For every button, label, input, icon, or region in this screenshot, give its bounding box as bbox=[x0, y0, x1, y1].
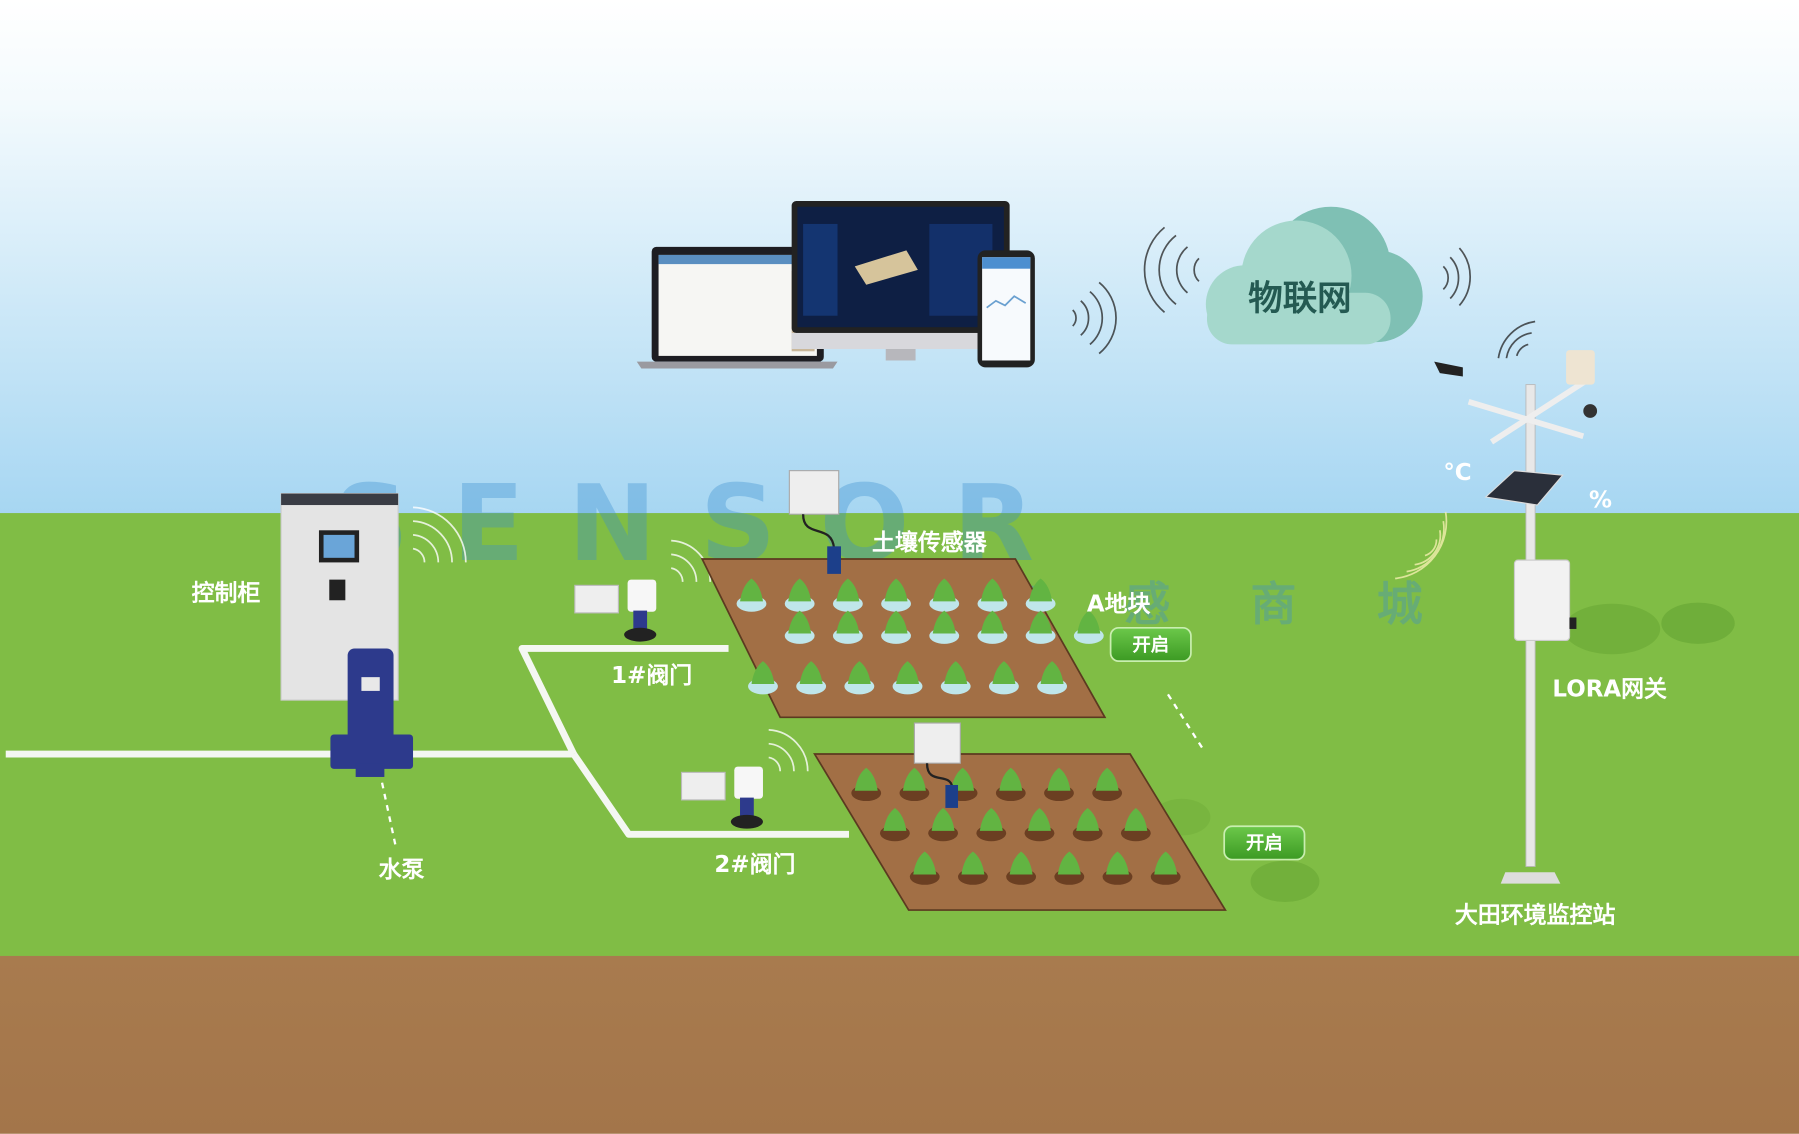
soil bbox=[0, 955, 1799, 1134]
plot-a-plants bbox=[736, 578, 1104, 695]
laptop bbox=[636, 246, 838, 369]
open-plot-b-button[interactable]: 开启 bbox=[1223, 825, 1306, 861]
svg-text:开启: 开启 bbox=[1246, 832, 1283, 854]
svg-text:开启: 开启 bbox=[1132, 634, 1169, 656]
water-pipes bbox=[5, 645, 850, 838]
plant bbox=[881, 610, 911, 644]
plant bbox=[784, 578, 815, 612]
svg-text:传感商城: 传感商城 bbox=[997, 577, 1503, 631]
plant bbox=[1102, 851, 1133, 885]
water-pump bbox=[330, 648, 414, 777]
temperature-unit: °C bbox=[1443, 460, 1471, 486]
wifi-signal-icon bbox=[1395, 511, 1448, 580]
plant bbox=[851, 767, 882, 802]
valve-2-label: 2#阀门 bbox=[714, 851, 795, 878]
plant bbox=[736, 578, 767, 612]
valve-1-label: 1#阀门 bbox=[611, 662, 692, 689]
plant bbox=[1150, 851, 1181, 885]
plant bbox=[1025, 610, 1056, 644]
open-plot-a-button[interactable]: 开启 bbox=[1109, 626, 1192, 662]
plant bbox=[1044, 767, 1074, 802]
plot-a-label: A地块 bbox=[1087, 592, 1151, 618]
plant bbox=[940, 661, 971, 695]
control-cabinet-label: 控制柜 bbox=[192, 579, 261, 606]
plant bbox=[977, 578, 1008, 612]
plant bbox=[832, 610, 863, 644]
plant bbox=[892, 661, 923, 695]
plot-b-plants bbox=[851, 767, 1181, 885]
plant bbox=[977, 610, 1008, 644]
plant bbox=[832, 578, 863, 612]
plant bbox=[796, 661, 827, 695]
plant bbox=[1073, 610, 1104, 644]
plant bbox=[899, 767, 930, 802]
wifi-signal-icon bbox=[1072, 226, 1536, 359]
plant bbox=[1054, 851, 1085, 885]
plant bbox=[1120, 807, 1151, 842]
plant bbox=[958, 851, 988, 885]
plant bbox=[976, 807, 1007, 842]
water-pump-label: 水泵 bbox=[379, 857, 425, 883]
weather-station bbox=[1434, 350, 1598, 884]
plant bbox=[929, 610, 960, 644]
plant bbox=[784, 610, 815, 644]
soil-sensor-b bbox=[913, 722, 961, 808]
grass-patch bbox=[1661, 602, 1735, 644]
wifi-signal-icon bbox=[412, 506, 809, 772]
grass-patch bbox=[1563, 603, 1661, 655]
valve-1 bbox=[574, 579, 657, 642]
cloud-label: 物联网 bbox=[1248, 279, 1351, 319]
desktop-monitor bbox=[791, 201, 1010, 361]
plant bbox=[879, 807, 910, 842]
valve-2 bbox=[680, 766, 763, 829]
plant bbox=[1072, 807, 1103, 842]
plant bbox=[1006, 851, 1037, 885]
iot-cloud: 物联网 bbox=[1205, 206, 1423, 345]
field-station-label: 大田环境监控站 bbox=[1455, 902, 1616, 929]
lora-gateway-label: LORA网关 bbox=[1552, 676, 1667, 703]
watermark: SENSOR 传感商城 bbox=[333, 462, 1503, 631]
grass-patch bbox=[1250, 860, 1320, 903]
soil-sensor-label: 土壤传感器 bbox=[872, 529, 988, 556]
plant bbox=[909, 851, 940, 885]
smartphone bbox=[977, 250, 1035, 368]
plant bbox=[929, 578, 960, 612]
plant bbox=[1025, 578, 1056, 612]
soil-sensor-a bbox=[788, 470, 841, 574]
plant bbox=[1024, 807, 1055, 842]
plant bbox=[1037, 661, 1068, 695]
humidity-unit: % bbox=[1589, 487, 1612, 513]
plant bbox=[1092, 767, 1123, 802]
plant bbox=[988, 661, 1019, 695]
plant bbox=[844, 661, 875, 695]
plant bbox=[748, 661, 778, 695]
plant bbox=[881, 578, 911, 612]
plant bbox=[928, 807, 959, 842]
plant bbox=[995, 767, 1026, 802]
